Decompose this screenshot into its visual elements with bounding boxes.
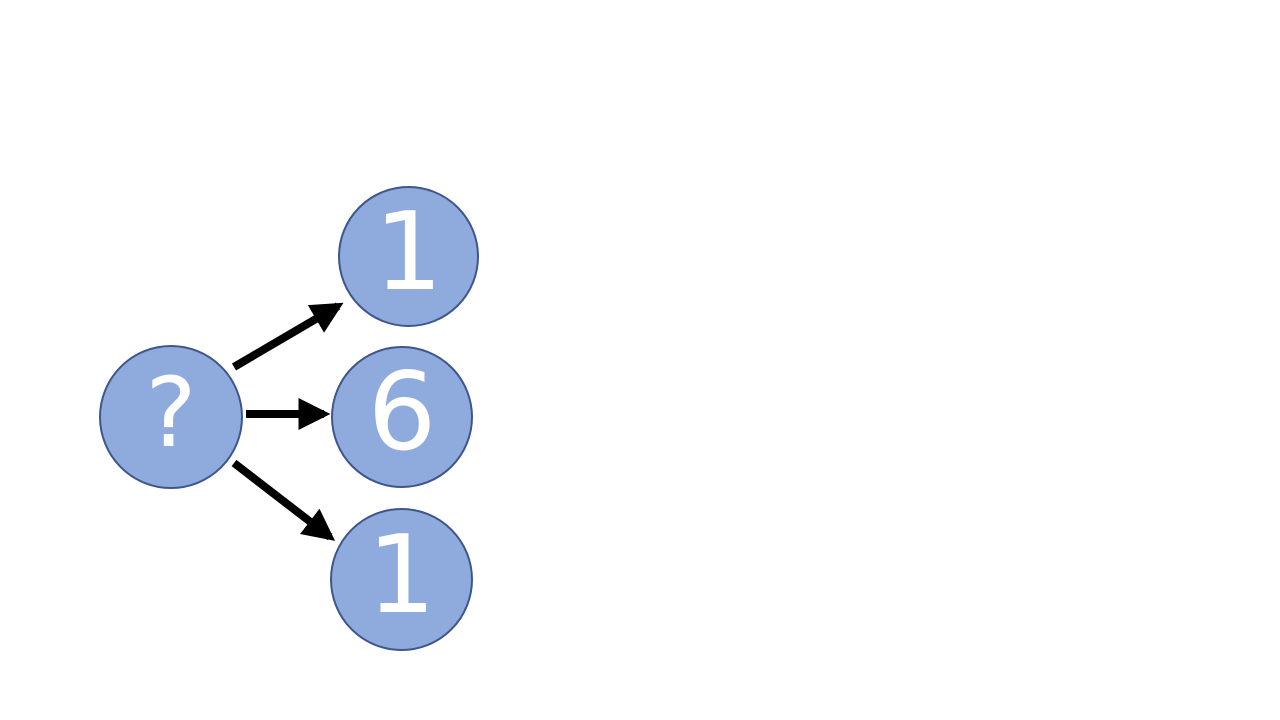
node-child-bottom: 1: [330, 508, 473, 651]
node-child-top: 1: [338, 186, 479, 327]
node-child-top-label: 1: [374, 189, 443, 315]
node-child-bottom-label: 1: [367, 512, 436, 638]
node-question-label: ?: [145, 357, 197, 469]
edge-question-to-bottom: [231, 459, 336, 541]
node-question: ?: [99, 345, 243, 489]
node-child-middle-label: 6: [367, 350, 437, 475]
node-child-middle: 6: [331, 346, 473, 488]
edge-question-to-top: [231, 302, 344, 371]
